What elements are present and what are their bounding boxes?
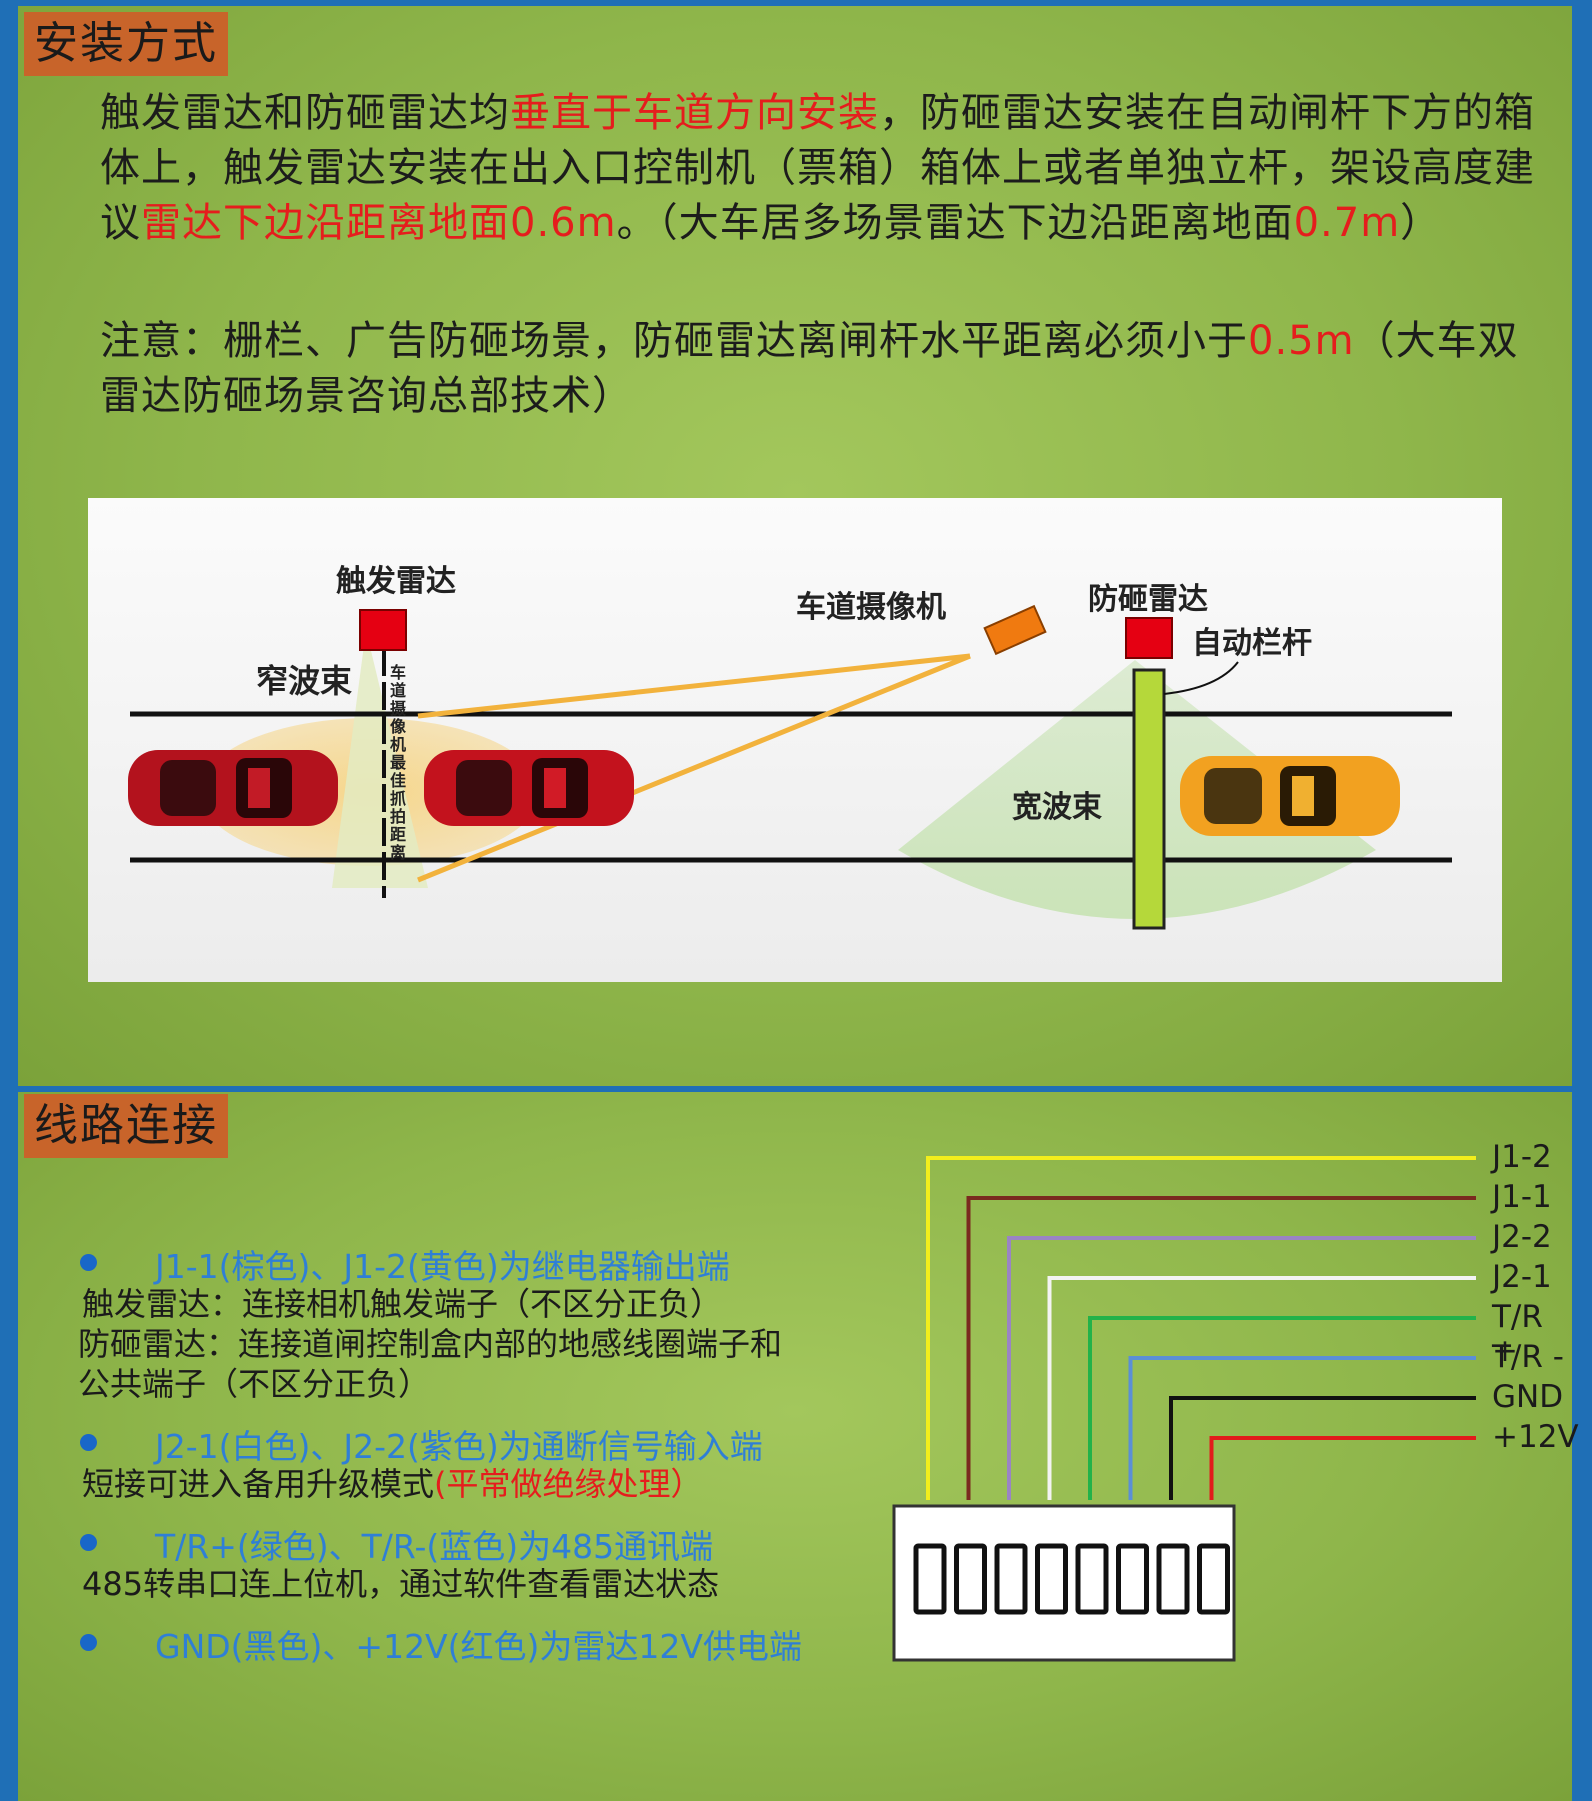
car-right [1180,756,1400,836]
pin-label-j2-1: J2-1 [1492,1259,1552,1295]
lane-camera-label: 车道摄像机 [796,590,946,625]
connector-slot [994,1543,1028,1615]
connector-slot [1035,1543,1068,1615]
car-left-2 [424,750,634,826]
wiring-section-title: 线路连接 [24,1094,228,1158]
wire-j2-1 [1047,1276,1476,1500]
wiring-item-relay: J1-1(棕色)、J1-2(黄色)为继电器输出端 [80,1240,730,1288]
relay-desc-line-3: 公共端子（不区分正负） [78,1365,431,1403]
trigger-radar-box [359,609,407,651]
wire-j1-1 [966,1196,1476,1500]
wire-t-r- [1088,1316,1476,1500]
car-left-1 [128,750,338,826]
anti-smash-radar-label: 防砸雷达 [1088,582,1208,617]
camera-view-line-lower [417,653,971,883]
pin-label-tr-plus: T/R + [1492,1299,1543,1369]
lane-camera-icon [983,604,1047,656]
pin-label-gnd: GND [1492,1379,1564,1415]
anti-smash-radar-box [1125,617,1173,659]
relay-desc-line-1: 触发雷达：连接相机触发端子（不区分正负） [82,1285,723,1323]
pin-label-j1-2: J1-2 [1492,1139,1552,1175]
trigger-radar-label: 触发雷达 [336,564,456,599]
connector-slot [954,1543,987,1615]
relay-desc-line-2: 防砸雷达：连接道闸控制盒内部的地感线圈端子和 [78,1325,783,1363]
wire--12v [1209,1436,1476,1500]
wiring-diagram [892,1156,1476,1662]
narrow-beam-label: 窄波束 [256,662,353,700]
wide-beam-label: 宽波束 [1012,790,1102,825]
wiring-item-power: GND(黑色)、+12V(红色)为雷达12V供电端 [80,1620,802,1668]
install-paragraph-1: 触发雷达和防砸雷达均垂直于车道方向安装，防砸雷达安装在自动闸杆下方的箱体上，触发… [100,90,1535,246]
capture-distance-label: 车道摄像机最佳抓拍距离 [390,663,407,862]
camera-view-line-upper [417,653,971,719]
wiring-panel: 线路连接 J1-1(棕色)、J1-2(黄色)为继电器输出端 触发雷达：连接相机触… [18,1092,1579,1801]
installation-diagram: 触发雷达 窄波束 车道摄像机最佳抓拍距离 车道摄像机 防砸雷达 自动栏杆 宽波束 [88,498,1502,982]
bullet-dot [80,1534,97,1551]
wire-j1-2 [926,1156,1476,1500]
connector-slot [1116,1543,1149,1615]
install-panel: 安装方式 触发雷达和防砸雷达均垂直于车道方向安装，防砸雷达安装在自动闸杆下方的箱… [18,6,1572,1086]
pin-label-j2-2: J2-2 [1492,1219,1552,1255]
pin-label-tr-minus: T/R - [1492,1339,1564,1375]
auto-barrier-pole [1132,668,1166,930]
bullet-dot [80,1434,97,1451]
install-note: 注意：栅栏、广告防砸场景，防砸雷达离闸杆水平距离必须小于0.5m（大车双雷达防砸… [100,318,1519,419]
bullet-dot [80,1254,97,1271]
auto-barrier-label: 自动栏杆 [1192,626,1312,661]
connector-slot [913,1543,947,1615]
pin-label-12v: +12V [1492,1419,1579,1455]
connector-slot [1197,1543,1230,1615]
wiring-item-signal-input: J2-1(白色)、J2-2(紫色)为通断信号输入端 [80,1420,763,1468]
connector-slot [1075,1543,1109,1615]
wire-gnd [1169,1396,1476,1500]
bullet-dot [80,1634,97,1651]
rs485-desc: 485转串口连上位机，通过软件查看雷达状态 [82,1565,720,1603]
install-section-title: 安装方式 [24,12,228,76]
connector-slot [1156,1543,1190,1615]
narrow-beam-cone [332,630,428,888]
wire-t-r- [1128,1356,1476,1500]
signal-input-desc: 短接可进入备用升级模式(平常做绝缘处理） [82,1465,703,1503]
wiring-item-485: T/R+(绿色)、T/R-(蓝色)为485通讯端 [80,1520,713,1568]
wire-j2-2 [1007,1236,1476,1500]
barrier-pointer-line [1163,661,1239,695]
installation-diagram-svg [128,604,1452,930]
pin-label-j1-1: J1-1 [1492,1179,1552,1215]
